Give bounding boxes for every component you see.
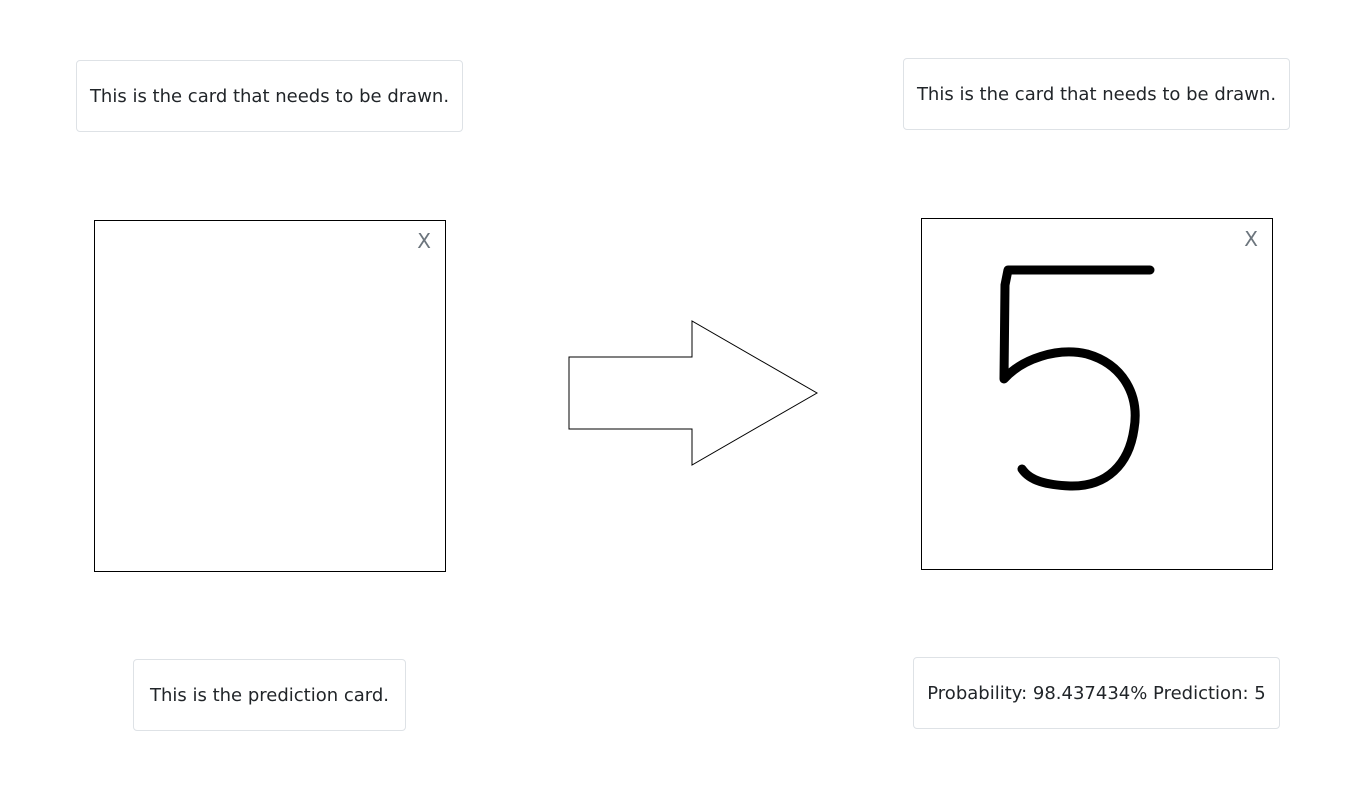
left-prediction-card-text: This is the prediction card.: [149, 684, 390, 706]
right-drawing-canvas[interactable]: X: [921, 218, 1273, 570]
left-prediction-card: This is the prediction card.: [133, 659, 406, 731]
left-target-card: This is the card that needs to be drawn.: [76, 60, 463, 132]
left-clear-canvas-button[interactable]: X: [417, 229, 431, 253]
right-prediction-card: Probability: 98.437434% Prediction: 5: [913, 657, 1280, 729]
left-drawing-canvas[interactable]: X: [94, 220, 446, 572]
right-target-card: This is the card that needs to be drawn.: [903, 58, 1290, 130]
handwritten-digit-drawing: [999, 265, 1155, 491]
right-prediction-card-text: Probability: 98.437434% Prediction: 5: [927, 682, 1266, 704]
left-target-card-text: This is the card that needs to be drawn.: [89, 85, 450, 107]
right-clear-canvas-button[interactable]: X: [1244, 227, 1258, 251]
right-target-card-text: This is the card that needs to be drawn.: [916, 83, 1277, 105]
right-arrow-icon: [568, 320, 819, 466]
